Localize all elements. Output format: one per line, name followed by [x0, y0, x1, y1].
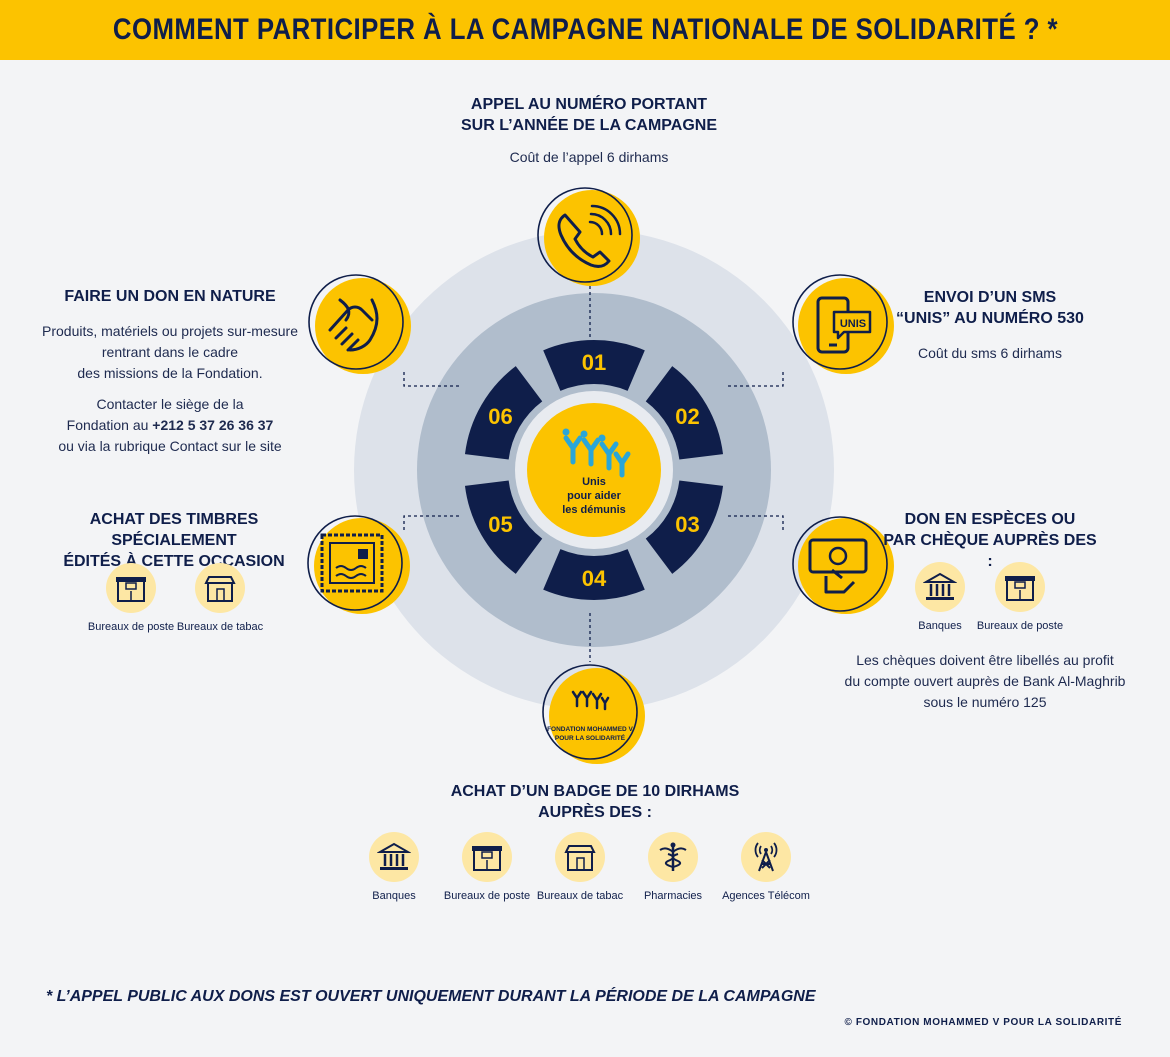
nature-line3: des missions de la Fondation.: [77, 365, 263, 381]
segment-number-3: 03: [675, 512, 699, 537]
nature-contact: Contacter le siège de la Fondation au +2…: [30, 394, 310, 457]
cheque-note: Les chèques doivent être libellés au pro…: [830, 650, 1140, 713]
badge-logo-icon: FONDATION MOHAMMED V POUR LA SOLIDARITÉ: [542, 664, 645, 764]
page-title: COMMENT PARTICIPER À LA CAMPAGNE NATIONA…: [112, 13, 1058, 46]
segment-number-5: 05: [488, 512, 512, 537]
segment-number-1: 01: [582, 350, 606, 375]
call-cost: Coût de l’appel 6 dirhams: [509, 149, 669, 165]
cash-venue-bank: Banques: [885, 562, 995, 632]
venue-label: Bureaux de tabac: [176, 621, 264, 633]
venue-label: Bureaux de poste: [976, 620, 1064, 632]
contact-line1: Contacter le siège de la: [96, 396, 244, 412]
center-label-2: pour aider: [567, 490, 622, 502]
antenna-tower-icon: [741, 832, 791, 882]
connector-lines: [403, 286, 784, 662]
call-heading-line2: SUR L’ANNÉE DE LA CAMPAGNE: [460, 117, 717, 134]
segment-number-6: 06: [488, 404, 512, 429]
stamps-venue-tabac: Bureaux de tabac: [165, 563, 275, 633]
sms-heading-line1: ENVOI D’UN SMS: [923, 289, 1057, 306]
sms-heading-line2: “UNIS” AU NUMÉRO 530: [896, 310, 1084, 327]
phone-call-icon: [537, 187, 640, 286]
segment-number-4: 04: [582, 566, 607, 591]
segment-2: [645, 366, 724, 460]
copyright: © FONDATION MOHAMMED V POUR LA SOLIDARIT…: [844, 1017, 1122, 1028]
nature-line2: rentrant dans le cadre: [101, 344, 239, 360]
cheque-note-line3: sous le numéro 125: [923, 694, 1047, 710]
footnote: * L’APPEL PUBLIC AUX DONS EST OUVERT UNI…: [46, 988, 816, 1005]
handshake-icon: [308, 274, 411, 374]
nature-line1: Produits, matériels ou projets sur-mesur…: [42, 323, 298, 339]
venue-label: Pharmacies: [643, 890, 703, 902]
segment-4: [543, 549, 645, 601]
call-heading-line1: APPEL AU NUMÉRO PORTANT: [470, 96, 708, 113]
segment-ring: 01 02 03 04 05 06: [464, 340, 724, 601]
title-banner: COMMENT PARTICIPER À LA CAMPAGNE NATIONA…: [0, 0, 1170, 60]
cheque-note-line2: du compte ouvert auprès de Bank Al-Maghr…: [844, 673, 1126, 689]
venue-label: Banques: [372, 890, 416, 902]
venue-label: Bureaux de poste: [87, 621, 175, 633]
cash-venue-post: Bureaux de poste: [965, 562, 1075, 632]
sms-phone-icon: UNIS: [792, 274, 894, 374]
segment-number-2: 02: [675, 404, 699, 429]
contact-line3: ou via la rubrique Contact sur le site: [58, 438, 282, 454]
venue-label: Agences Télécom: [722, 890, 810, 902]
cash-heading-line1: DON EN ESPÈCES OU: [904, 511, 1076, 528]
badge-heading-line2: AUPRÈS DES :: [538, 804, 652, 821]
contact-phone-number: +212 5 37 26 36 37: [152, 417, 274, 433]
cash-hand-icon: [792, 516, 894, 614]
badge-venue-telecom: Agences Télécom: [711, 832, 821, 902]
sms-heading: ENVOI D’UN SMS “UNIS” AU NUMÉRO 530: [890, 287, 1090, 329]
cash-heading: DON EN ESPÈCES OU PAR CHÈQUE AUPRÈS DES …: [880, 509, 1100, 572]
contact-line2: Fondation au +212 5 37 26 36 37: [30, 415, 310, 436]
badge-heading: ACHAT D’UN BADGE DE 10 DIRHAMS AUPRÈS DE…: [420, 781, 770, 823]
segment-5: [464, 480, 543, 574]
segment-6: [464, 366, 543, 460]
venue-label: Bureaux de poste: [443, 890, 531, 902]
cash-heading-line2: PAR CHÈQUE AUPRÈS DES :: [883, 532, 1097, 570]
tobacco-shop-icon: [195, 563, 245, 613]
tobacco-shop-icon: [555, 832, 605, 882]
call-heading: APPEL AU NUMÉRO PORTANT SUR L’ANNÉE DE L…: [394, 94, 784, 136]
contact-prefix: Fondation au: [66, 417, 153, 433]
unis-logo-icon: [562, 428, 631, 478]
stamp-icon: [307, 515, 410, 614]
center-disc: [527, 403, 661, 537]
badge-venue-post: Bureaux de poste: [432, 832, 542, 902]
bank-icon: [915, 562, 965, 612]
post-office-icon: [106, 563, 156, 613]
nature-description: Produits, matériels ou projets sur-mesur…: [30, 321, 310, 384]
segment-1: [543, 340, 645, 391]
stamps-heading-line1: ACHAT DES TIMBRES SPÉCIALEMENT: [89, 511, 259, 549]
center-label-1: Unis: [582, 476, 606, 488]
bank-icon: [369, 832, 419, 882]
sms-icon-label: UNIS: [840, 318, 866, 330]
badge-label-2: POUR LA SOLIDARITÉ: [555, 733, 626, 742]
nature-heading: FAIRE UN DON EN NATURE: [64, 288, 276, 305]
venue-label: Bureaux de tabac: [536, 890, 624, 902]
cheque-note-line1: Les chèques doivent être libellés au pro…: [856, 652, 1114, 668]
badge-label-1: FONDATION MOHAMMED V: [547, 726, 633, 733]
badge-heading-line1: ACHAT D’UN BADGE DE 10 DIRHAMS: [450, 783, 740, 800]
stamps-venue-post: Bureaux de poste: [76, 563, 186, 633]
caduceus-icon: [648, 832, 698, 882]
segment-3: [645, 480, 724, 574]
badge-venue-tabac: Bureaux de tabac: [525, 832, 635, 902]
post-office-icon: [462, 832, 512, 882]
venue-label: Banques: [918, 620, 962, 632]
post-office-icon: [995, 562, 1045, 612]
badge-venue-bank: Banques: [339, 832, 449, 902]
badge-venue-pharmacy: Pharmacies: [618, 832, 728, 902]
sms-cost: Coût du sms 6 dirhams: [918, 345, 1062, 361]
center-label-3: les démunis: [562, 504, 626, 516]
